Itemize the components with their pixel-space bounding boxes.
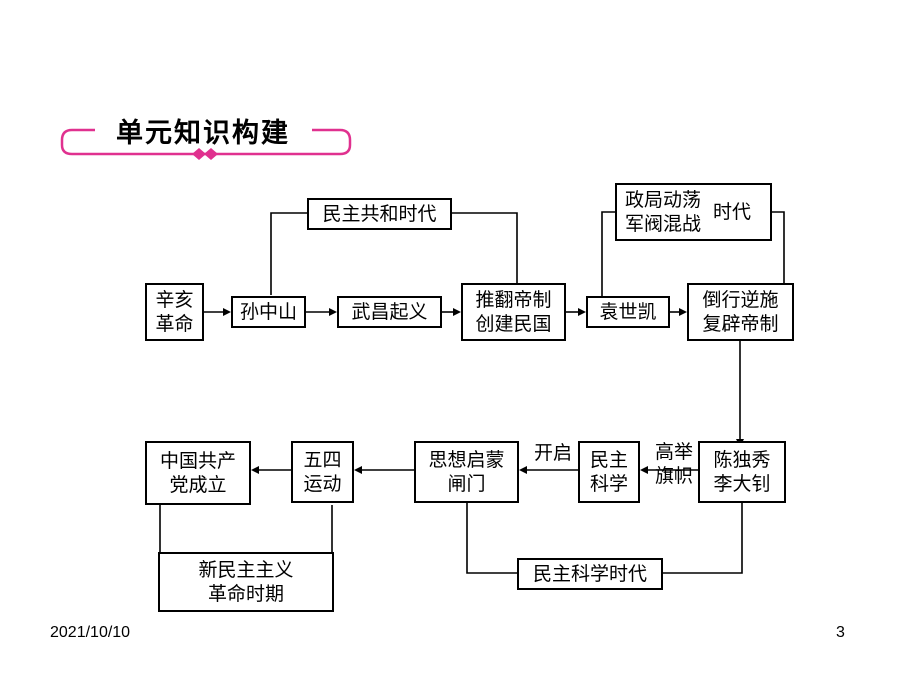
node-minzhu-kexue-shidai: 民主科学时代 [517, 558, 663, 590]
section-title: 单元知识构建 [116, 117, 290, 149]
node-wuchang: 武昌起义 [337, 296, 442, 328]
footer-date: 2021/10/10 [50, 624, 131, 641]
node-zhengju-text: 政局动荡 军阀混战 [625, 189, 702, 235]
node-minzhu-kexue: 民主 科学 [578, 441, 640, 503]
node-minzhu-gonghe: 民主共和时代 [307, 198, 452, 230]
header-diamond-icon [192, 148, 218, 160]
node-wusi: 五四 运动 [291, 441, 354, 503]
node-zhonggong: 中国共产 党成立 [145, 441, 251, 505]
node-sixiang: 思想启蒙 闸门 [414, 441, 519, 503]
label-gaoju-qizhi: 高举 旗帜 [654, 441, 693, 487]
node-shidai-text: 时代 [713, 201, 752, 223]
node-xin-minzhu: 新民主主义 革命时期 [158, 552, 334, 612]
node-daoxing: 倒行逆施 复辟帝制 [687, 283, 794, 341]
label-kaiqi: 开启 [533, 442, 572, 464]
node-zhengju: 政局动荡 军阀混战 时代 [615, 183, 772, 241]
node-tuifan: 推翻帝制 创建民国 [461, 283, 566, 341]
node-yuanshikai: 袁世凯 [586, 296, 670, 328]
node-sunzhongshan: 孙中山 [231, 296, 306, 328]
node-xinhai: 辛亥 革命 [145, 283, 204, 341]
node-chen-li: 陈独秀 李大钊 [698, 441, 786, 503]
footer-page-number: 3 [836, 624, 845, 641]
arrowheads [223, 308, 744, 474]
